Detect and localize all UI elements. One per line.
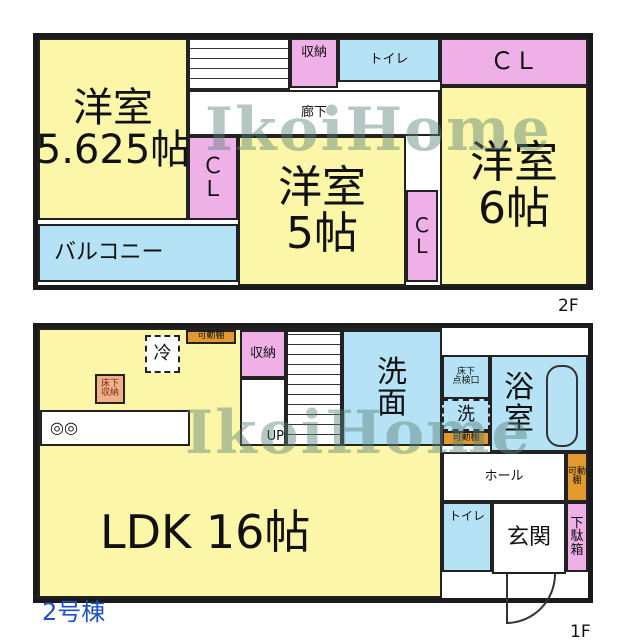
room-label: 収納 <box>300 45 327 60</box>
room-label: 収納 <box>249 346 276 362</box>
room-label: トイレ <box>448 509 485 523</box>
entrance: 玄関 <box>492 502 566 574</box>
underfloor-storage: 床下 収納 <box>95 374 125 404</box>
toilet-1f: トイレ <box>442 502 492 572</box>
shoe-cabinet: 下 駄 箱 <box>566 502 588 572</box>
room-label: LDK 16帖 <box>100 504 311 559</box>
fridge-space: 冷 <box>145 335 180 373</box>
inspection-hatch: 床下 点検口 <box>442 355 490 399</box>
watermark: IkoiHome <box>185 398 532 468</box>
room-label: 可動棚 <box>452 432 480 443</box>
room-label: ＣＬ <box>490 47 538 76</box>
storage-2f: 収納 <box>290 38 338 88</box>
storage-1f: 収納 <box>240 330 286 378</box>
floor2-frame <box>33 33 593 290</box>
movable-shelf-3: 可動 棚 <box>566 452 588 502</box>
watermark: IkoiHome <box>205 95 552 165</box>
up-label: UP <box>266 429 284 445</box>
room-label: 冷 <box>153 342 172 364</box>
stair-landing: UP <box>240 378 286 446</box>
room-label: 洋室 5.625帖 <box>35 85 191 173</box>
floor2-label: 2F <box>558 296 579 316</box>
room-label: 床下 点検口 <box>452 366 480 386</box>
room-label: トイレ <box>369 52 409 68</box>
room-label: 洋室 5帖 <box>278 161 366 259</box>
room-label: 廊下 <box>300 105 327 121</box>
room-western-5: 洋室 5帖 <box>238 136 406 286</box>
room-label: Ｃ Ｌ <box>412 213 432 258</box>
stairs-2f <box>188 38 290 90</box>
room-western-6: 洋室 6帖 <box>440 86 588 286</box>
balcony: バルコニー <box>38 224 238 282</box>
toilet-2f: トイレ <box>338 38 440 82</box>
closet-1: Ｃ Ｌ <box>188 136 238 220</box>
stove-icon: ◎◎ <box>50 417 78 437</box>
room-label: 下 駄 箱 <box>570 515 584 558</box>
movable-shelf-1: 可動棚 <box>186 330 236 344</box>
front-door-swing <box>506 574 556 624</box>
floor1-label: 1F <box>570 622 591 642</box>
room-label: ホール <box>484 469 524 485</box>
hallway-2f: 廊下 <box>188 90 440 136</box>
room-label: 浴 室 <box>504 370 534 437</box>
bathtub-icon <box>546 365 578 447</box>
room-label: Ｃ Ｌ <box>201 153 224 202</box>
room-label: 玄関 <box>506 525 551 551</box>
floor1-frame <box>33 323 593 603</box>
room-label: 洋室 6帖 <box>470 136 558 234</box>
hall: ホール <box>442 452 566 502</box>
room-western-5625: 洋室 5.625帖 <box>35 38 191 220</box>
washer-space: 洗 <box>442 399 490 431</box>
room-label: 可動棚 <box>197 331 225 342</box>
kitchen-counter: ◎◎ <box>40 410 190 446</box>
closet-2: Ｃ Ｌ <box>406 190 438 282</box>
room-label: 洗 <box>457 403 475 425</box>
building-label: 2号棟 <box>42 598 106 626</box>
room-label: 可動 棚 <box>568 466 587 486</box>
closet-top: ＣＬ <box>440 38 588 86</box>
room-label: 床下 収納 <box>100 378 119 398</box>
room-label: バルコニー <box>54 240 164 266</box>
stairs-1f <box>286 330 342 446</box>
room-label: 洗 面 <box>377 354 407 421</box>
movable-shelf-2: 可動棚 <box>442 431 490 446</box>
washroom: 洗 面 <box>342 330 442 446</box>
bathroom: 浴 室 <box>490 355 588 452</box>
